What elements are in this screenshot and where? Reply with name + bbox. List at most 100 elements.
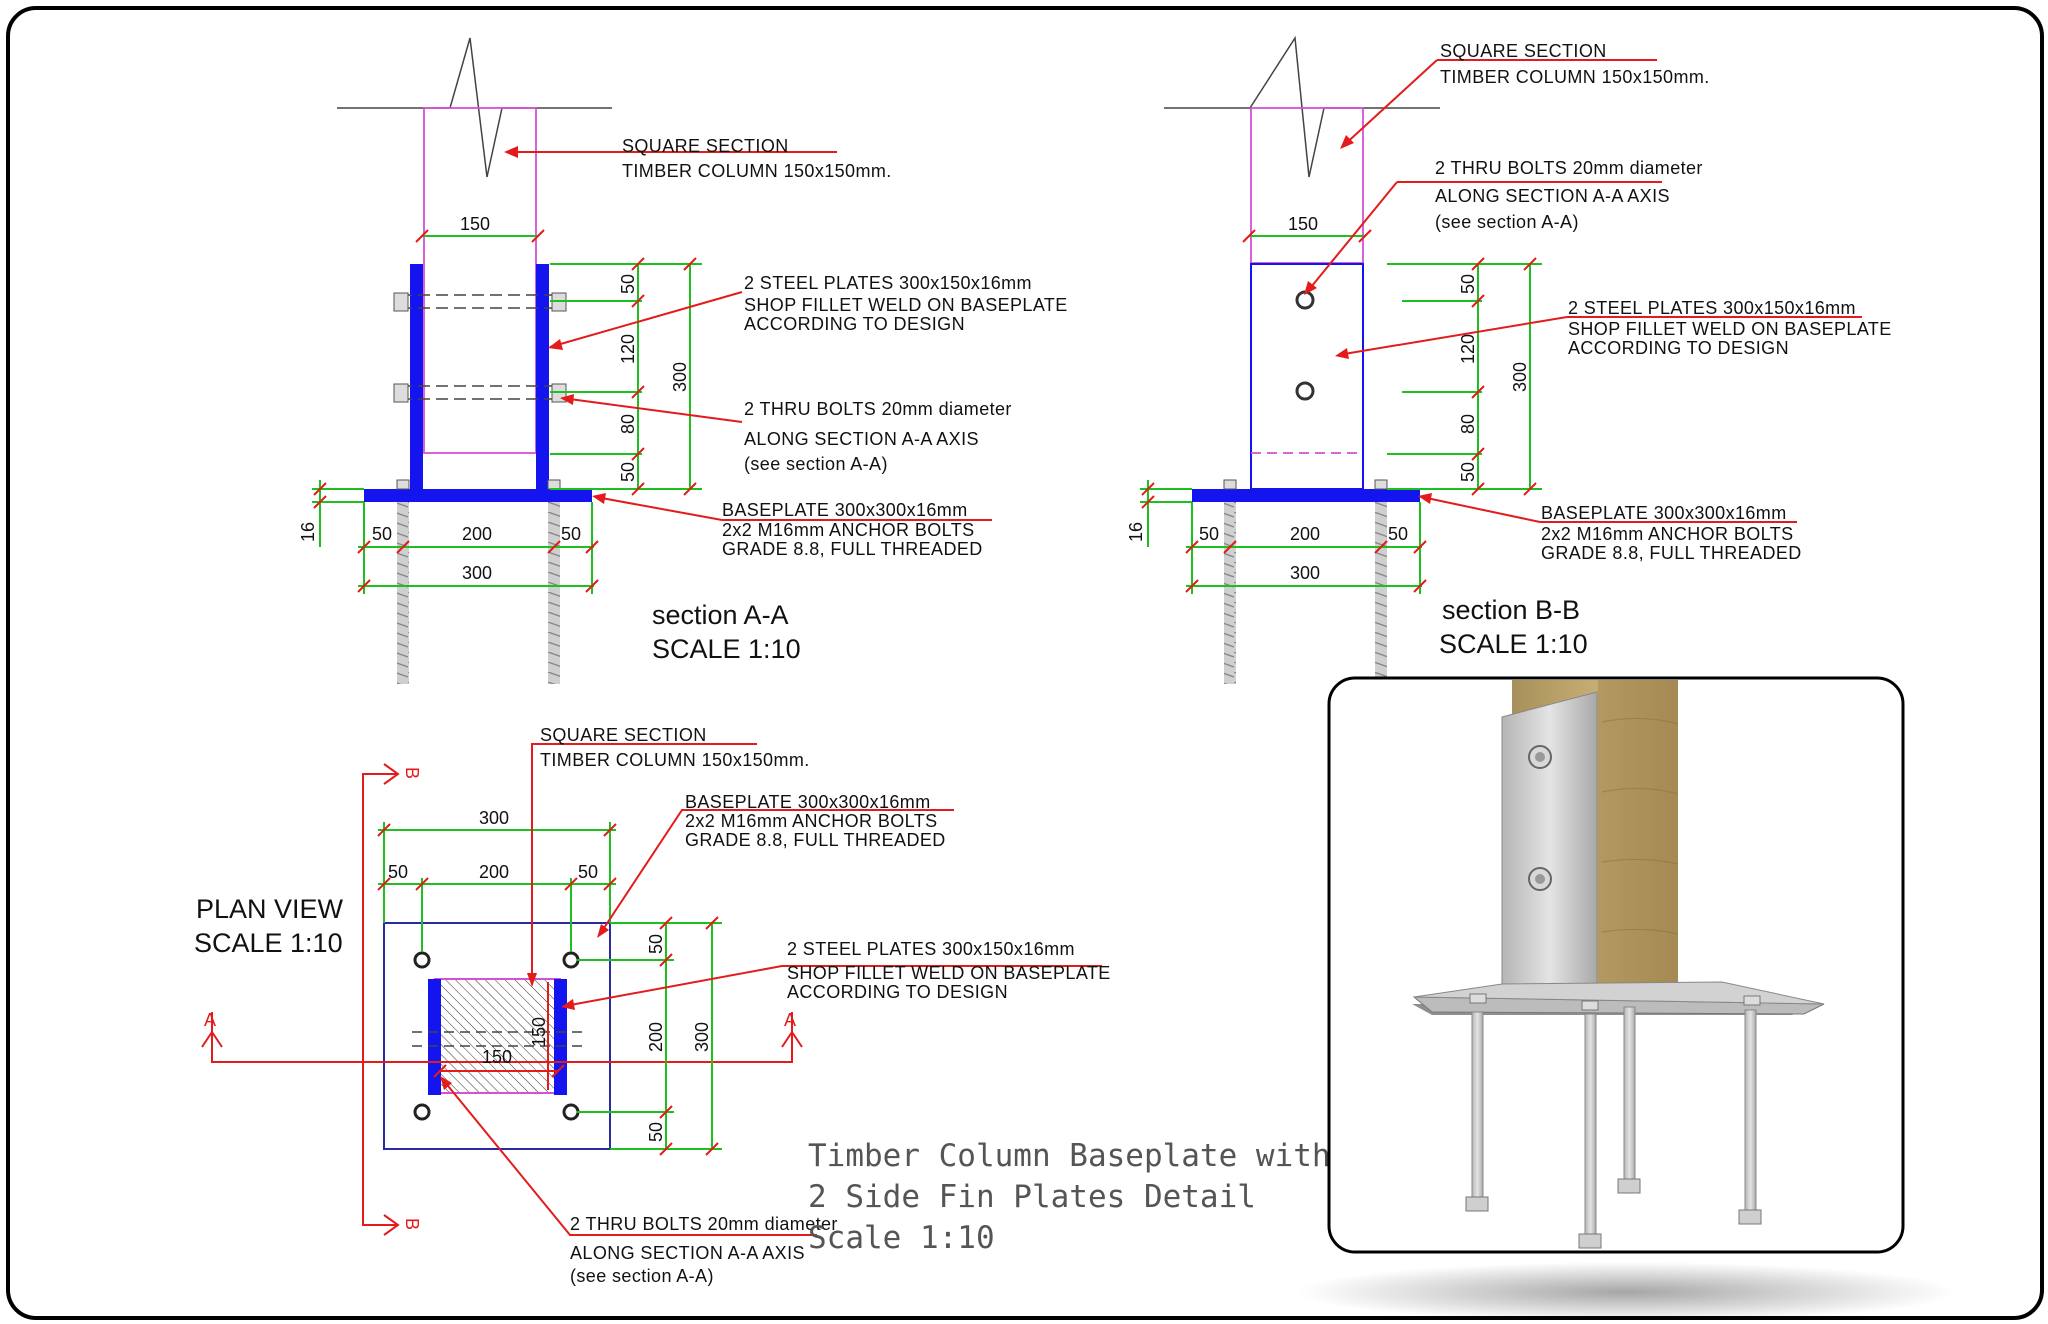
anchor-nut bbox=[547, 479, 561, 490]
dim-50: 50 bbox=[618, 462, 638, 482]
label-anchor-bolts: 2x2 M16mm ANCHOR BOLTS bbox=[1541, 524, 1794, 544]
dim-300: 300 bbox=[1510, 362, 1530, 392]
label-along-axis: ALONG SECTION A-A AXIS bbox=[570, 1243, 805, 1263]
label-steel-plates: 2 STEEL PLATES 300x150x16mm bbox=[744, 273, 1032, 293]
dim-150: 150 bbox=[482, 1047, 512, 1067]
title-line-2: 2 Side Fin Plates Detail bbox=[808, 1179, 1256, 1215]
timber-column bbox=[1250, 107, 1364, 264]
thru-bolt-1 bbox=[400, 294, 562, 309]
dim-50: 50 bbox=[372, 524, 392, 544]
label-square-section: SQUARE SECTION bbox=[1440, 41, 1607, 61]
dim-300: 300 bbox=[692, 1022, 712, 1052]
vertical-dims-bb: 50 120 80 50 300 bbox=[1387, 257, 1542, 496]
label-according: ACCORDING TO DESIGN bbox=[744, 314, 965, 334]
label-steel-plates: 2 STEEL PLATES 300x150x16mm bbox=[787, 939, 1075, 959]
dim-50: 50 bbox=[1458, 462, 1478, 482]
plan-view: A A B B 300 50 200 50 bbox=[194, 725, 1110, 1286]
label-grade: GRADE 8.8, FULL THREADED bbox=[685, 830, 946, 850]
label-along-axis: ALONG SECTION A-A AXIS bbox=[1435, 186, 1670, 206]
label-baseplate: BASEPLATE 300x300x16mm bbox=[722, 500, 968, 520]
label-see-section: (see section A-A) bbox=[1435, 212, 1579, 232]
label-shop-weld: SHOP FILLET WELD ON BASEPLATE bbox=[744, 295, 1068, 315]
dim-50: 50 bbox=[1458, 274, 1478, 294]
section-mark-a: A bbox=[204, 1010, 216, 1030]
label-according: ACCORDING TO DESIGN bbox=[787, 982, 1008, 1002]
drawing-frame: 150 50 120 80 50 300 bbox=[6, 6, 2044, 1320]
bolt-head bbox=[393, 292, 409, 312]
anchor-nut bbox=[1374, 479, 1388, 490]
dim-300: 300 bbox=[670, 362, 690, 392]
label-along-axis: ALONG SECTION A-A AXIS bbox=[744, 429, 979, 449]
label-thru-bolts: 2 THRU BOLTS 20mm diameter bbox=[570, 1214, 838, 1234]
dim-16: 16 bbox=[1126, 522, 1146, 542]
section-mark-a: A bbox=[784, 1010, 796, 1030]
baseplate-outline bbox=[383, 922, 611, 1150]
anchor-bolt-left bbox=[397, 502, 409, 684]
label-thru-bolts: 2 THRU BOLTS 20mm diameter bbox=[1435, 158, 1703, 178]
drawing-title-block: Timber Column Baseplate with 2 Side Fin … bbox=[808, 1138, 1331, 1256]
dim-16: 16 bbox=[298, 522, 318, 542]
steel-plate-right bbox=[536, 264, 549, 489]
dim-200: 200 bbox=[1290, 524, 1320, 544]
label-thru-bolts: 2 THRU BOLTS 20mm diameter bbox=[744, 399, 1012, 419]
fin-plate-face bbox=[1250, 263, 1364, 490]
baseplate bbox=[364, 489, 592, 502]
anchor-rods-render bbox=[1465, 993, 1762, 1249]
dim-50: 50 bbox=[561, 524, 581, 544]
title-line-1: Timber Column Baseplate with bbox=[808, 1138, 1331, 1174]
anchor-bolt-right bbox=[1375, 502, 1387, 684]
anchor-bolt-right bbox=[548, 502, 560, 684]
label-timber-column: TIMBER COLUMN 150x150mm. bbox=[622, 161, 892, 181]
label-square-section: SQUARE SECTION bbox=[540, 725, 707, 745]
section-mark-b: B bbox=[402, 1218, 422, 1230]
label-according: ACCORDING TO DESIGN bbox=[1568, 338, 1789, 358]
dim-50: 50 bbox=[646, 934, 666, 954]
label-see-section: (see section A-A) bbox=[744, 454, 888, 474]
dim-150: 150 bbox=[1288, 214, 1318, 234]
dim-50: 50 bbox=[646, 1122, 666, 1142]
dim-150: 150 bbox=[460, 214, 490, 234]
label-shop-weld: SHOP FILLET WELD ON BASEPLATE bbox=[1568, 319, 1892, 339]
inset-shadow bbox=[1297, 1262, 1957, 1316]
label-square-section: SQUARE SECTION bbox=[622, 136, 789, 156]
thru-bolt-plan bbox=[412, 1031, 582, 1047]
section-aa-title: section A-A bbox=[652, 600, 789, 630]
dim-200: 200 bbox=[646, 1022, 666, 1052]
render-inset bbox=[1297, 676, 1957, 1316]
fin-plate-right bbox=[554, 979, 567, 1095]
thru-bolt-2 bbox=[400, 385, 562, 400]
dim-300: 300 bbox=[479, 808, 509, 828]
title-line-3: Scale 1:10 bbox=[808, 1220, 995, 1256]
label-timber-column: TIMBER COLUMN 150x150mm. bbox=[1440, 67, 1710, 87]
section-mark-b: B bbox=[402, 767, 422, 779]
bolt-head bbox=[1295, 381, 1315, 401]
anchor-nut bbox=[396, 479, 410, 490]
label-anchor-bolts: 2x2 M16mm ANCHOR BOLTS bbox=[722, 520, 975, 540]
fin-plate-left bbox=[428, 979, 441, 1095]
bolt-head bbox=[393, 383, 409, 403]
dim-80: 80 bbox=[1458, 414, 1478, 434]
label-anchor-bolts: 2x2 M16mm ANCHOR BOLTS bbox=[685, 811, 938, 831]
dim-80: 80 bbox=[618, 414, 638, 434]
dim-50: 50 bbox=[618, 274, 638, 294]
fin-plate-render bbox=[1501, 691, 1598, 988]
timber-column bbox=[423, 107, 537, 454]
section-aa-scale: SCALE 1:10 bbox=[652, 634, 801, 664]
label-grade: GRADE 8.8, FULL THREADED bbox=[1541, 543, 1802, 563]
section-bb-title: section B-B bbox=[1442, 595, 1580, 625]
vertical-dims-aa: 50 120 80 50 300 bbox=[550, 257, 702, 496]
dim-50: 50 bbox=[388, 862, 408, 882]
plan-view-scale: SCALE 1:10 bbox=[194, 928, 343, 958]
dim-120: 120 bbox=[1458, 334, 1478, 364]
label-grade: GRADE 8.8, FULL THREADED bbox=[722, 539, 983, 559]
dim-50: 50 bbox=[1199, 524, 1219, 544]
label-steel-plates: 2 STEEL PLATES 300x150x16mm bbox=[1568, 298, 1856, 318]
dim-200: 200 bbox=[462, 524, 492, 544]
dim-150: 150 bbox=[529, 1017, 549, 1047]
label-timber-column: TIMBER COLUMN 150x150mm. bbox=[540, 750, 810, 770]
section-b-b: 150 50 120 80 50 300 16 bbox=[1126, 35, 1892, 684]
label-see-section: (see section A-A) bbox=[570, 1266, 714, 1286]
dim-120: 120 bbox=[618, 334, 638, 364]
drawing-canvas: 150 50 120 80 50 300 bbox=[194, 35, 1957, 1316]
label-baseplate: BASEPLATE 300x300x16mm bbox=[1541, 503, 1787, 523]
